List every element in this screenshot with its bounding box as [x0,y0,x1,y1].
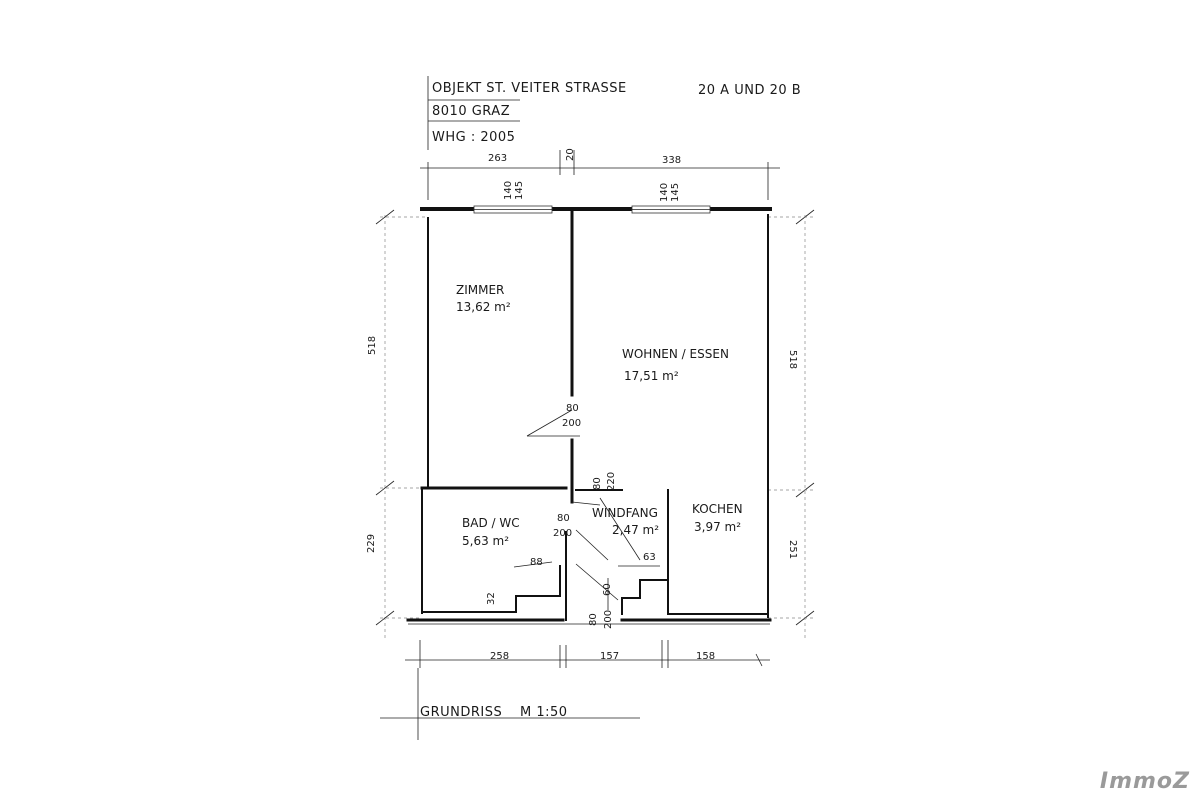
dim-entry-a: 80 [588,613,599,626]
header-line-1-left: OBJEKT ST. VEITER STRASSE [432,81,627,96]
footer-title: GRUNDRISS [420,705,502,720]
dim-door-zimmer-w: 80 [566,403,579,414]
top-dimension-line [420,150,780,200]
dim-left-total: 518 [367,336,378,355]
dim-bottom-left: 258 [490,651,509,662]
brand-logo: ImmoZ [1099,769,1190,794]
dim-bottom-right: 158 [696,651,715,662]
room-wohnen-area: 17,51 m² [624,369,679,383]
dim-windfang-step: 63 [643,552,656,563]
exterior-walls [406,205,772,625]
side-dimension-lines [375,209,815,640]
dim-right-total: 518 [787,350,798,369]
room-windfang-area: 2,47 m² [612,523,659,537]
dim-bottom-mid: 157 [600,651,619,662]
room-windfang-name: WINDFANG [592,506,658,520]
dim-left-lower: 229 [366,534,377,553]
room-kochen-area: 3,97 m² [694,520,741,534]
room-kochen-name: KOCHEN [692,502,743,516]
dim-door-windfang-w: 80 [592,477,603,490]
dim-door-windfang-h: 220 [606,472,617,491]
dim-top-right: 338 [662,155,681,166]
dim-door-bad-h: 200 [553,528,572,539]
dim-entry-b: 200 [603,610,614,629]
dim-door-zimmer-h: 200 [562,418,581,429]
dim-right-lower: 251 [787,540,798,559]
dim-door-bad-w: 80 [557,513,570,524]
dim-window2-a: 140 [659,183,670,202]
dim-window2-b: 145 [670,183,681,202]
room-bad-area: 5,63 m² [462,534,509,548]
room-bad-name: BAD / WC [462,516,520,530]
dim-window1-b: 145 [514,181,525,200]
dim-top-mid: 20 [565,148,576,161]
header-line-1-right: 20 A UND 20 B [698,83,801,98]
dim-window1-a: 140 [503,181,514,200]
footer-scale: M 1:50 [520,705,568,720]
header-line-3: WHG : 2005 [432,130,515,145]
room-zimmer-area: 13,62 m² [456,300,511,314]
header-line-2: 8010 GRAZ [432,104,510,119]
room-zimmer-name: ZIMMER [456,283,504,297]
dim-entry-c: 60 [602,583,613,596]
door-markings [526,409,660,610]
dim-top-left: 263 [488,153,507,164]
header-frame [427,76,520,150]
bottom-dimension-line [405,640,770,740]
room-wohnen-name: WOHNEN / ESSEN [622,347,729,361]
dim-bad-step: 88 [530,557,543,568]
interior-walls [420,210,769,621]
dim-bad-small: 32 [486,592,497,605]
